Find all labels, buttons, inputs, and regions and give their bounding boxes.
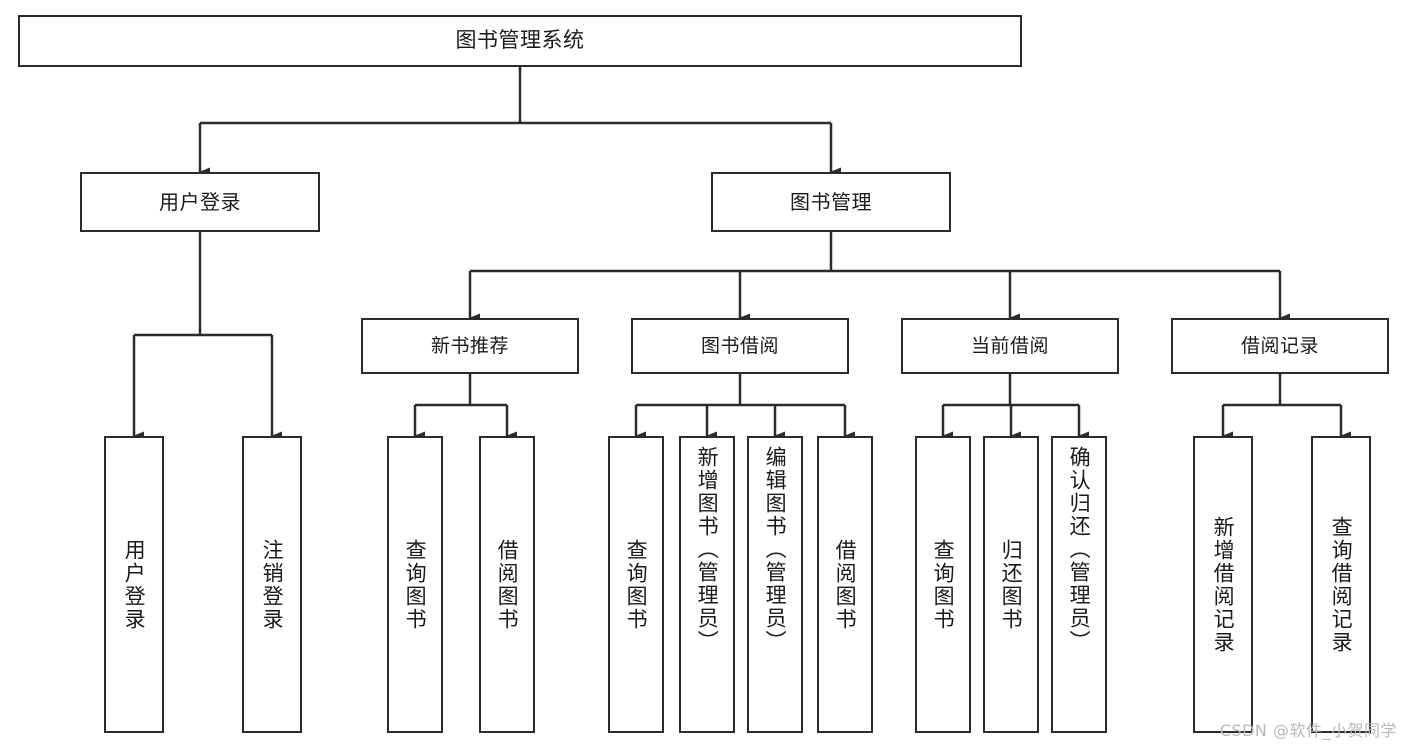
node-leaf-user-login[interactable]: 用户登录 [104,436,164,733]
node-leaf-query-book-1[interactable]: 查询图书 [387,436,443,733]
node-book-borrow[interactable]: 图书借阅 [631,318,849,374]
node-label: 借阅记录 [1240,334,1319,357]
connector-paths [132,67,1351,441]
node-label: 查询借阅记录 [1329,515,1354,654]
node-label: 归还图书 [999,538,1024,631]
node-leaf-borrow-book-2[interactable]: 借阅图书 [817,436,873,733]
node-label: 借阅图书 [833,538,858,631]
node-label: 查询图书 [403,538,428,631]
node-label: 图书借阅 [700,334,779,357]
node-label: 查询图书 [931,538,956,631]
node-leaf-confirm-return-admin[interactable]: 确认归还（管理员） [1051,436,1107,733]
node-label: 图书管理系统 [455,28,585,53]
node-leaf-return-book[interactable]: 归还图书 [983,436,1039,733]
node-current-borrow[interactable]: 当前借阅 [901,318,1119,374]
node-user-login[interactable]: 用户登录 [80,172,320,232]
node-leaf-user-logout[interactable]: 注销登录 [242,436,302,733]
node-leaf-query-book-2[interactable]: 查询图书 [608,436,664,733]
node-label: 注销登录 [260,538,285,631]
node-new-book-rec[interactable]: 新书推荐 [361,318,579,374]
node-label: 查询图书 [624,538,649,631]
node-label: 确认归还（管理员） [1067,446,1092,653]
node-label: 图书管理 [790,190,872,214]
node-leaf-query-book-3[interactable]: 查询图书 [915,436,971,733]
node-leaf-borrow-book-1[interactable]: 借阅图书 [479,436,535,733]
node-root[interactable]: 图书管理系统 [18,15,1022,67]
node-label: 用户登录 [159,190,241,214]
node-leaf-edit-book-admin[interactable]: 编辑图书（管理员） [747,436,803,733]
watermark-text: CSDN @软件_小贺同学 [1219,721,1397,740]
node-leaf-query-borrow-record[interactable]: 查询借阅记录 [1311,436,1371,733]
node-label: 借阅图书 [495,538,520,631]
node-borrow-record[interactable]: 借阅记录 [1171,318,1389,374]
node-leaf-add-borrow-record[interactable]: 新增借阅记录 [1193,436,1253,733]
node-book-manage[interactable]: 图书管理 [711,172,951,232]
node-label: 新增图书（管理员） [695,446,720,653]
node-label: 当前借阅 [970,334,1049,357]
node-label: 新书推荐 [430,334,509,357]
node-leaf-add-book-admin[interactable]: 新增图书（管理员） [679,436,735,733]
node-label: 新增借阅记录 [1211,515,1236,654]
node-label: 用户登录 [122,538,147,631]
node-label: 编辑图书（管理员） [763,446,788,653]
